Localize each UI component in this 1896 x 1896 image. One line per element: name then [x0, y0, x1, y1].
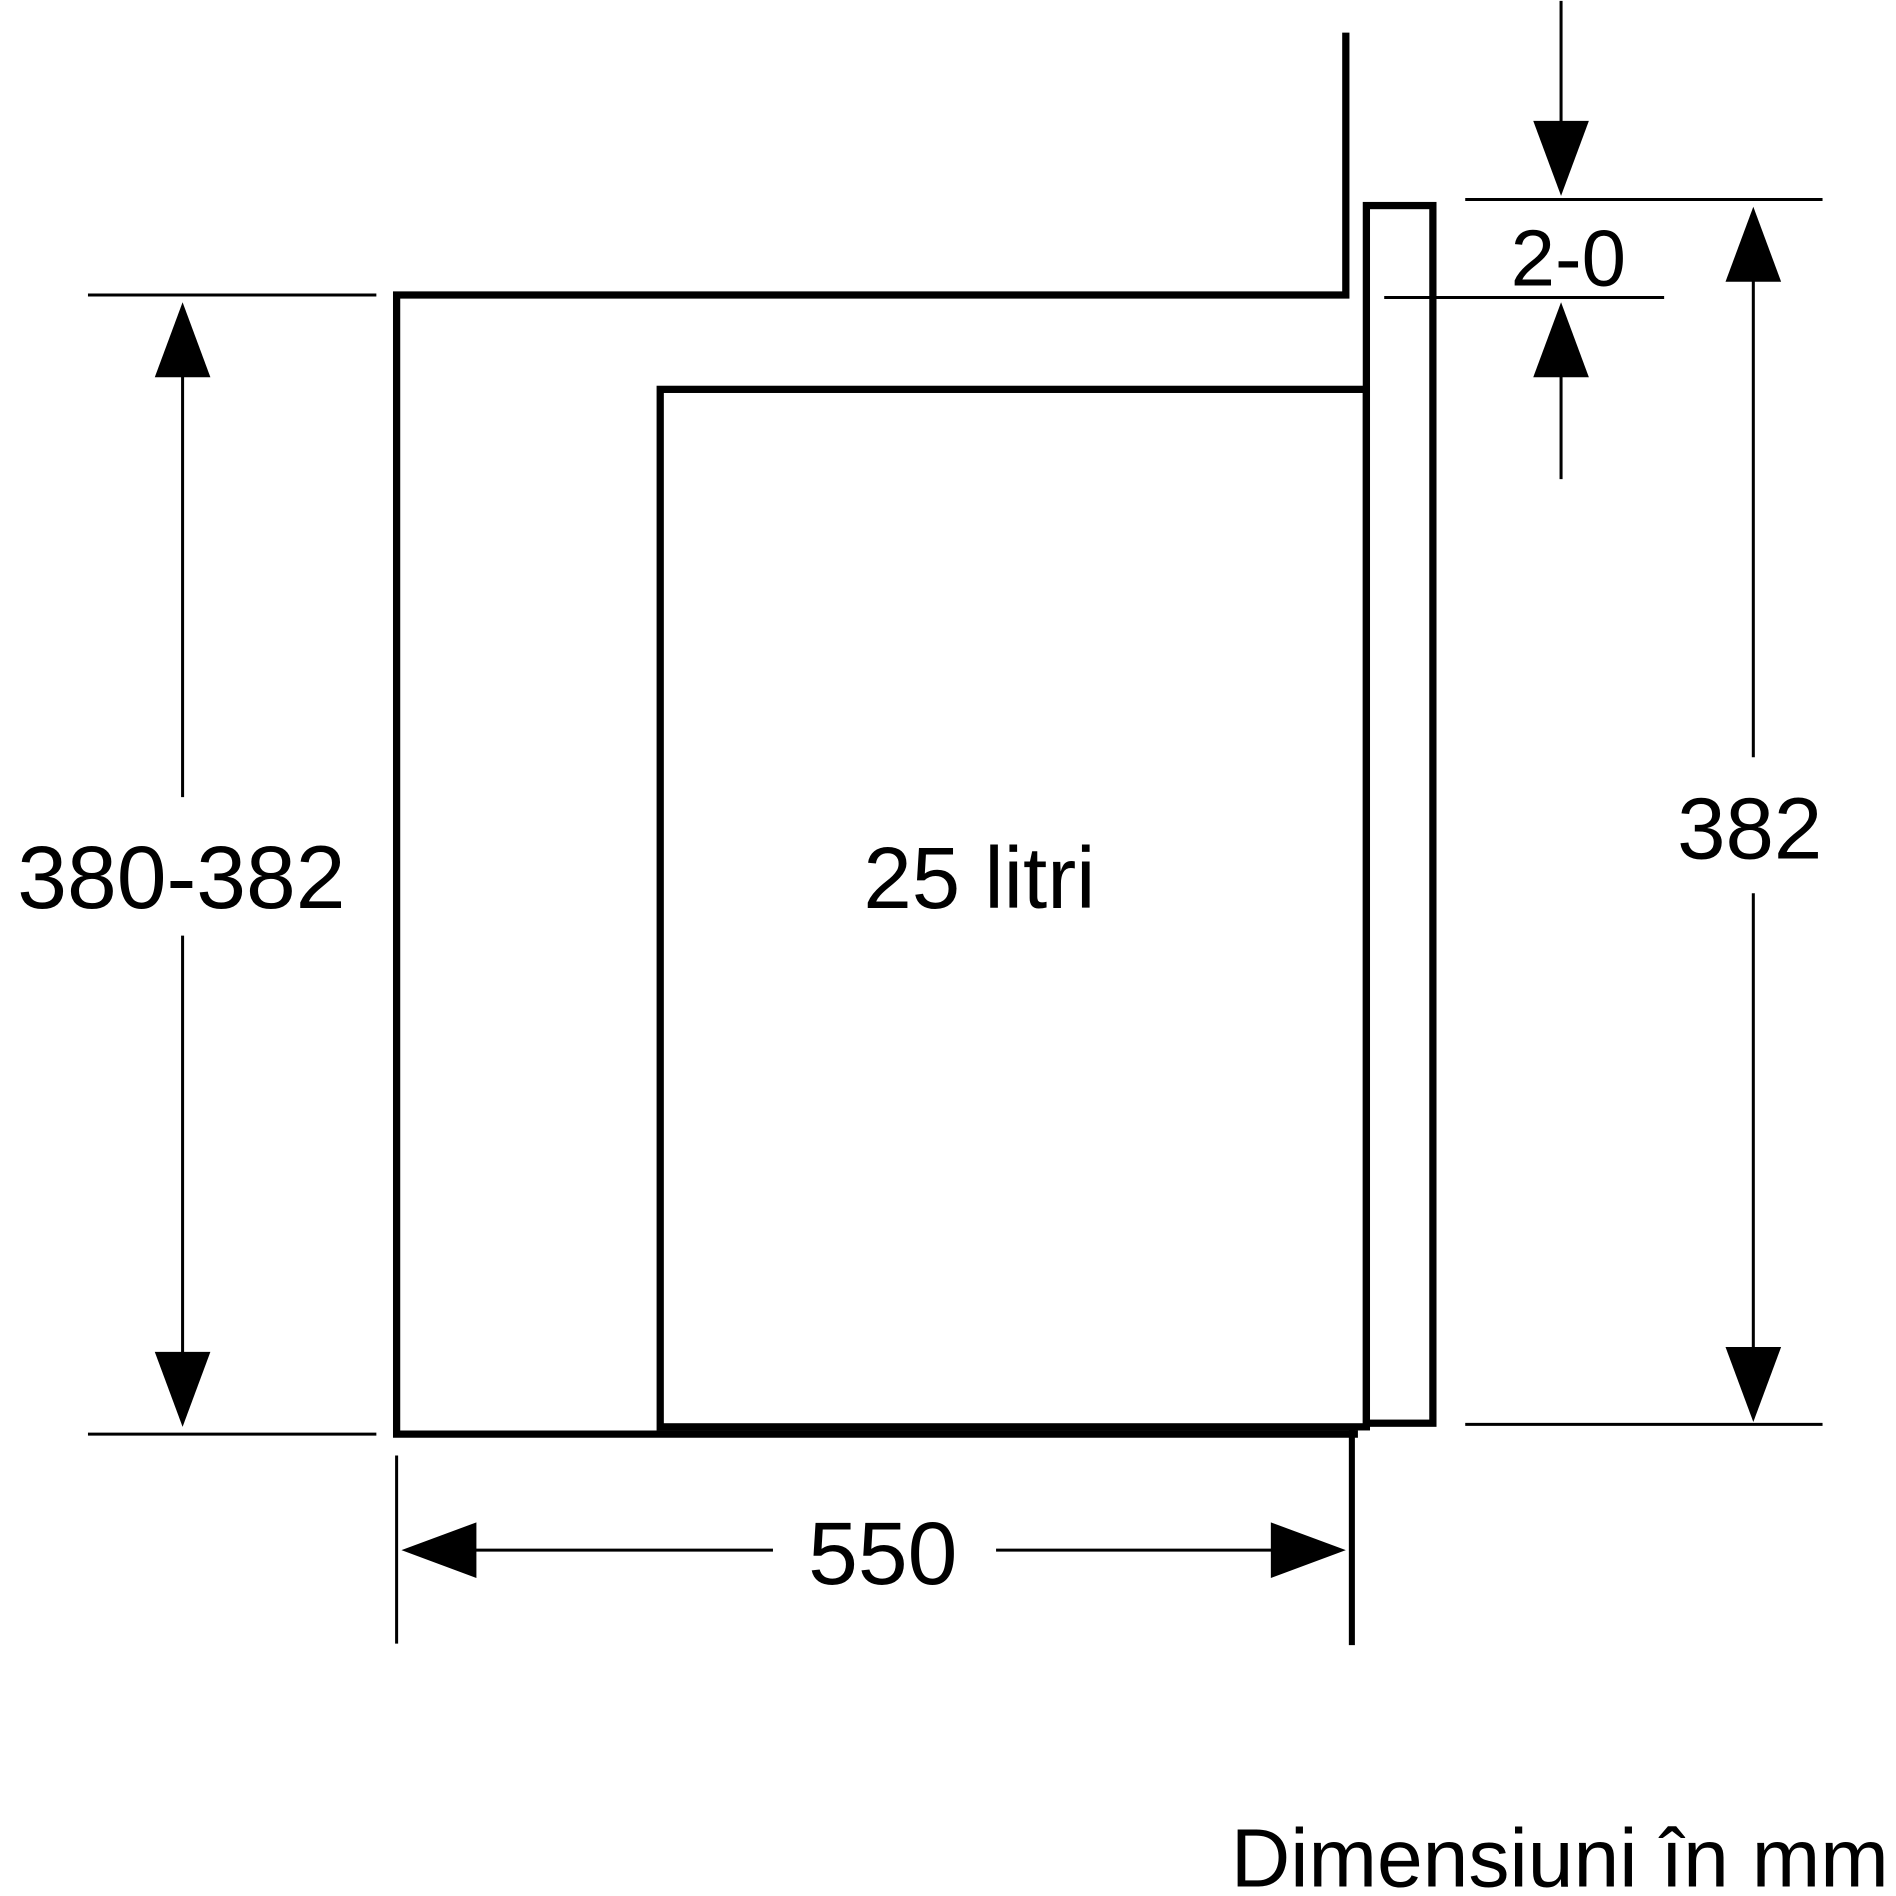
arrow-right-icon — [1270, 1522, 1346, 1578]
arrow-left-icon — [401, 1522, 477, 1578]
volume-label: 25 litri — [863, 830, 1095, 927]
niche-height-label: 380-382 — [17, 827, 345, 927]
depth-label: 550 — [808, 1503, 957, 1603]
offset-dimension — [1384, 0, 1665, 480]
offset-label: 2-0 — [1511, 213, 1626, 302]
arrow-down-icon — [154, 1351, 211, 1427]
arrow-down-icon — [1533, 120, 1589, 196]
appliance-front-panel — [1362, 201, 1437, 1427]
units-note: Dimensiuni în mm — [1231, 1813, 1889, 1896]
appliance-height-dimension — [1465, 198, 1823, 1426]
arrow-up-icon — [1725, 206, 1782, 282]
arrow-up-icon — [1533, 302, 1589, 378]
niche-height-dimension — [87, 293, 377, 1436]
depth-dimension — [395, 1455, 1278, 1644]
appliance-height-label: 382 — [1677, 781, 1822, 878]
cabinet-outline — [392, 32, 1358, 1438]
arrow-up-icon — [154, 302, 211, 378]
arrow-down-icon — [1725, 1347, 1782, 1422]
